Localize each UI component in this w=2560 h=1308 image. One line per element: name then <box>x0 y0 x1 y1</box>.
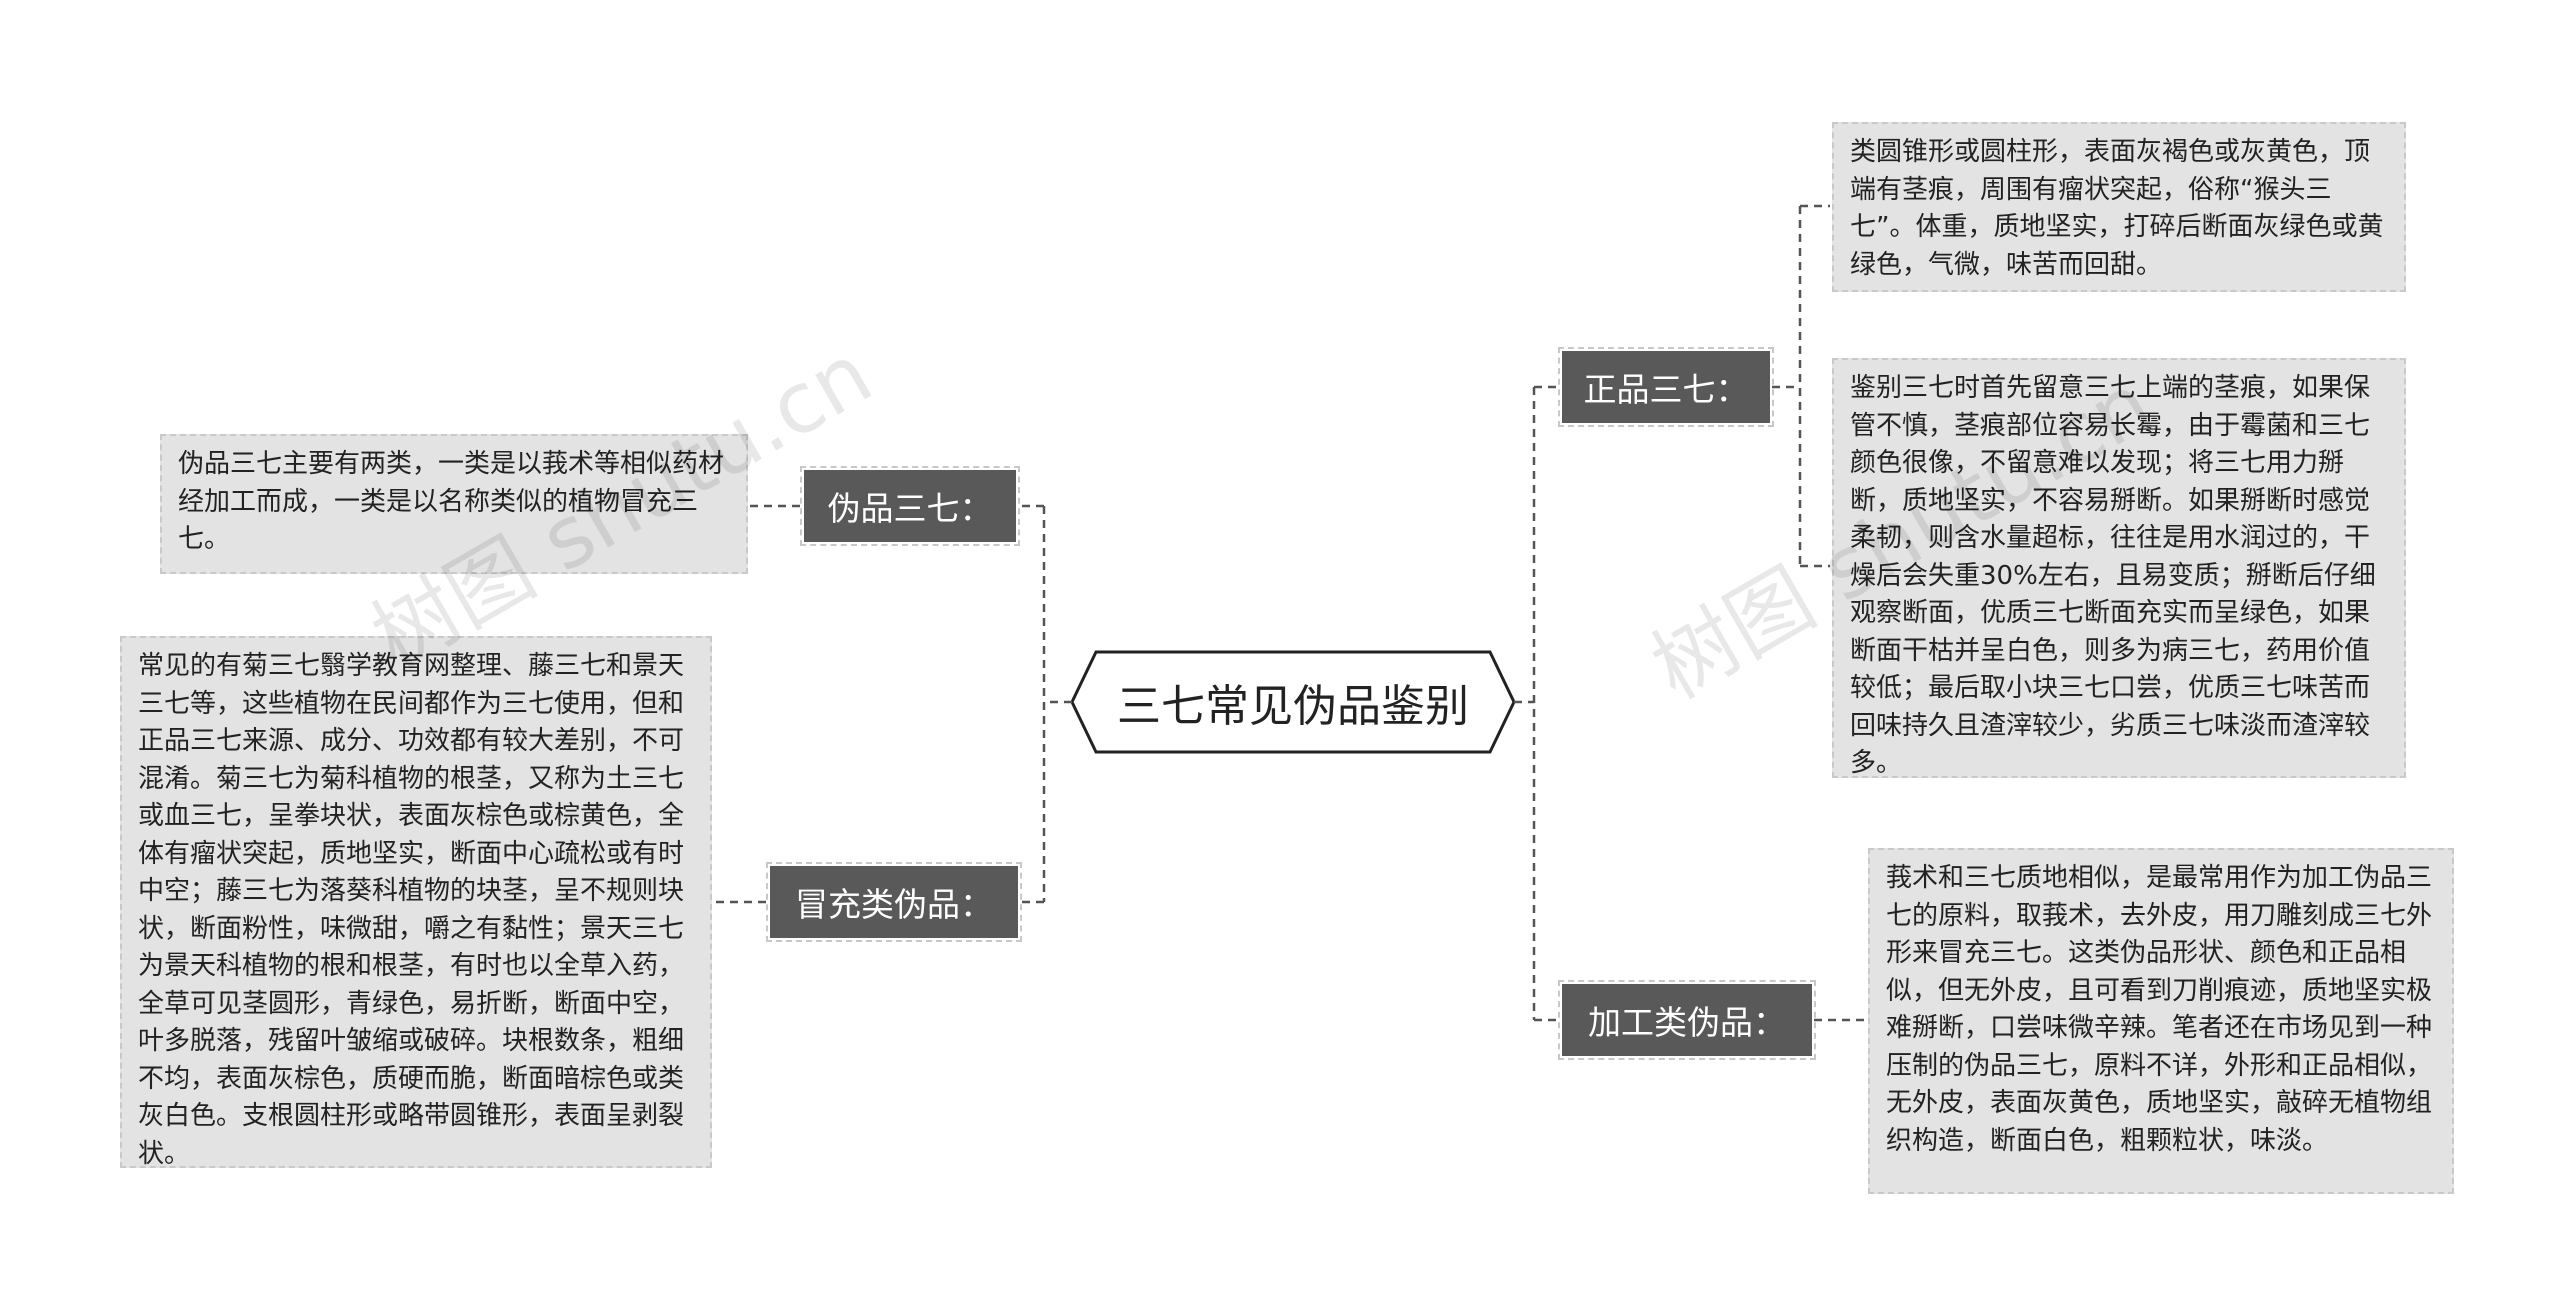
note-genuine-1: 类圆锥形或圆柱形，表面灰褐色或灰黄色，顶端有茎痕，周围有瘤状突起，俗称“猴头三七… <box>1832 122 2406 292</box>
branch-genuine[interactable]: 正品三七： <box>1558 347 1774 427</box>
note-genuine-2: 鉴别三七时首先留意三七上端的茎痕，如果保管不慎，茎痕部位容易长霉，由于霉菌和三七… <box>1832 358 2406 778</box>
branch-substitute[interactable]: 冒充类伪品： <box>766 862 1022 942</box>
root-title[interactable]: 三七常见伪品鉴别 <box>1117 681 1469 732</box>
branch-processed[interactable]: 加工类伪品： <box>1558 980 1816 1060</box>
note-substitute: 常见的有菊三七翳学教育网整理、藤三七和景天三七等，这些植物在民间都作为三七使用，… <box>120 636 712 1169</box>
branch-fake[interactable]: 伪品三七： <box>800 466 1020 546</box>
note-fake: 伪品三七主要有两类，一类是以莪术等相似药材经加工而成，一类是以名称类似的植物冒充… <box>160 434 748 574</box>
note-processed: 莪术和三七质地相似，是最常用作为加工伪品三七的原料，取莪术，去外皮，用刀雕刻成三… <box>1868 848 2454 1194</box>
